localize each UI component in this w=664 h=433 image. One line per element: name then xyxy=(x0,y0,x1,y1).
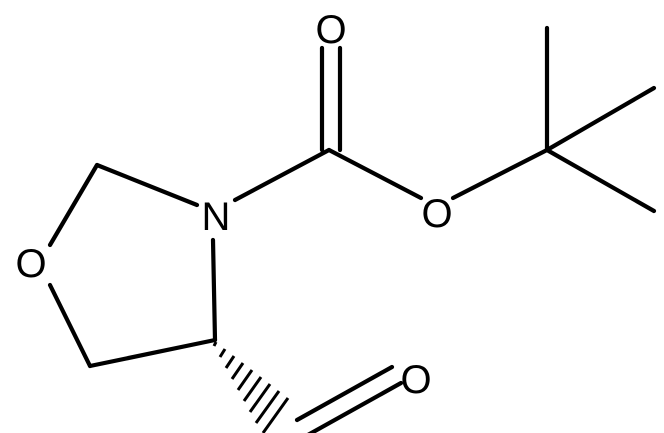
ring-nitrogen-label: N xyxy=(202,195,231,239)
bonds xyxy=(47,25,657,433)
atom-labels: O N O O O xyxy=(15,8,452,402)
bond-ringN-carbamateC xyxy=(232,147,332,203)
carbamate-carbonyl-oxygen-label: O xyxy=(315,8,346,52)
bond-c4-ringN xyxy=(210,237,218,343)
ring-oxygen-label: O xyxy=(15,242,46,286)
bond-aldehyde-double-1 xyxy=(294,364,395,423)
ester-oxygen-label: O xyxy=(421,192,452,236)
bond-ringO-c5 xyxy=(47,282,93,369)
bond-esterO-tBuC xyxy=(450,147,550,201)
bond-tBu-methyl-right-up xyxy=(544,85,657,153)
bond-tBu-methyl-right-down xyxy=(544,147,657,214)
bond-ringO-c2 xyxy=(47,162,100,248)
bond-aldehyde-double-2 xyxy=(307,380,404,433)
hashed-wedge-bond xyxy=(212,341,290,433)
aldehyde-oxygen-label: O xyxy=(400,358,431,402)
bond-c2-ringN xyxy=(94,162,200,208)
bond-c5-c4 xyxy=(87,337,218,369)
bond-carbamateC-esterO xyxy=(326,147,424,201)
